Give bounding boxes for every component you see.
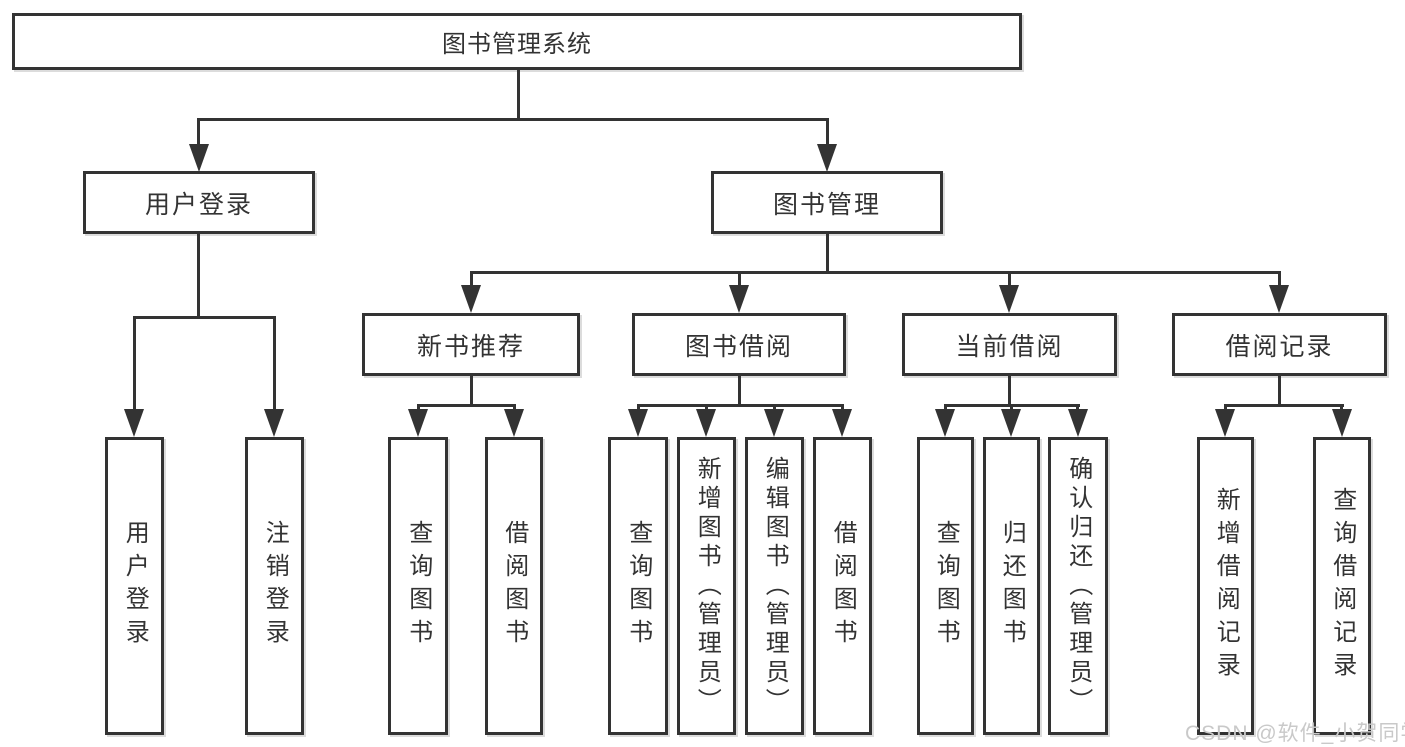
leaf-cb-query-book: 查询图书 [917,437,974,735]
leaf-nb-borrow-book: 借阅图书 [485,437,543,735]
csdn-watermark: CSDN @软件_小贺同学 [1185,722,1405,745]
connector-nb-leaf1-stem [417,404,420,410]
connector-ul-leaf1-stem [133,316,136,410]
leaf-br-add-record: 新增借阅记录 [1197,437,1254,735]
arrowhead-br-leaf1 [1215,409,1235,437]
connector-ul-hline [133,316,276,319]
connector-bb-stem [738,271,741,286]
connector-nb-stem [470,271,473,286]
connector-cb-leaf2-stem [1010,404,1013,410]
leaf-logout: 注销登录 [245,437,304,735]
node-book-mgmt: 图书管理 [711,171,943,234]
leaf-br-query-record: 查询借阅记录 [1313,437,1371,735]
leaf-bb-edit-book-admin: 编辑图书（管理员） [745,437,804,735]
node-new-book: 新书推荐 [362,313,580,376]
connector-bb-hline [637,404,844,407]
leaf-bb-query-book: 查询图书 [608,437,668,735]
connector-br-leaf1-stem [1224,404,1227,410]
connector-cb-stem [1008,271,1011,286]
connector-level3-hline [470,271,1281,274]
arrowhead-cb-leaf1 [935,409,955,437]
connector-nb-leaf2-stem [513,404,516,410]
leaf-user-login: 用户登录 [105,437,164,735]
arrowhead-cb-leaf3 [1068,409,1088,437]
node-borrow-record: 借阅记录 [1172,313,1387,376]
connector-bb-leaf3-stem [773,404,776,410]
connector-br-down [1278,376,1281,405]
connector-user-login-stem [197,118,200,145]
leaf-cb-confirm-return-admin: 确认归还（管理员） [1048,437,1108,735]
leaf-bb-add-book-admin: 新增图书（管理员） [677,437,736,735]
connector-root-stem [517,70,520,121]
arrowhead-bb-leaf1 [628,409,648,437]
arrowhead-bb-leaf4 [832,409,852,437]
connector-bb-leaf4-stem [841,404,844,410]
arrowhead-ul-leaf1 [124,409,144,437]
arrowhead-ul-leaf2 [264,409,284,437]
arrowhead-book-mgmt [817,144,837,172]
connector-br-hline [1224,404,1344,407]
connector-ul-down [197,234,200,319]
connector-br-leaf2-stem [1340,404,1343,410]
leaf-nb-query-book: 查询图书 [388,437,448,735]
connector-br-stem [1278,271,1281,286]
connector-nb-down [470,376,473,405]
node-current-borrow: 当前借阅 [902,313,1117,376]
arrowhead-cb-leaf2 [1001,409,1021,437]
connector-bm-down [826,234,829,272]
arrowhead-new-book [461,285,481,313]
arrowhead-current-borrow [999,285,1019,313]
leaf-cb-return-book: 归还图书 [983,437,1040,735]
connector-cb-down [1008,376,1011,405]
connector-bb-leaf1-stem [637,404,640,410]
arrowhead-nb-leaf1 [408,409,428,437]
node-user-login: 用户登录 [83,171,315,234]
connector-book-mgmt-stem [826,118,829,145]
connector-cb-leaf1-stem [944,404,947,410]
arrowhead-borrow-record [1269,285,1289,313]
arrowhead-nb-leaf2 [504,409,524,437]
arrowhead-bb-leaf2 [696,409,716,437]
connector-bb-leaf2-stem [705,404,708,410]
arrowhead-book-borrow [729,285,749,313]
connector-bb-down [738,376,741,405]
connector-ul-leaf2-stem [273,316,276,410]
arrowhead-user-login [189,144,209,172]
arrowhead-br-leaf2 [1332,409,1352,437]
connector-cb-leaf3-stem [1076,404,1079,410]
connector-nb-hline [417,404,516,407]
arrowhead-bb-leaf3 [764,409,784,437]
leaf-bb-borrow-book: 借阅图书 [813,437,872,735]
node-root: 图书管理系统 [12,13,1022,70]
connector-level2-hline [198,118,829,121]
node-book-borrow: 图书借阅 [632,313,846,376]
